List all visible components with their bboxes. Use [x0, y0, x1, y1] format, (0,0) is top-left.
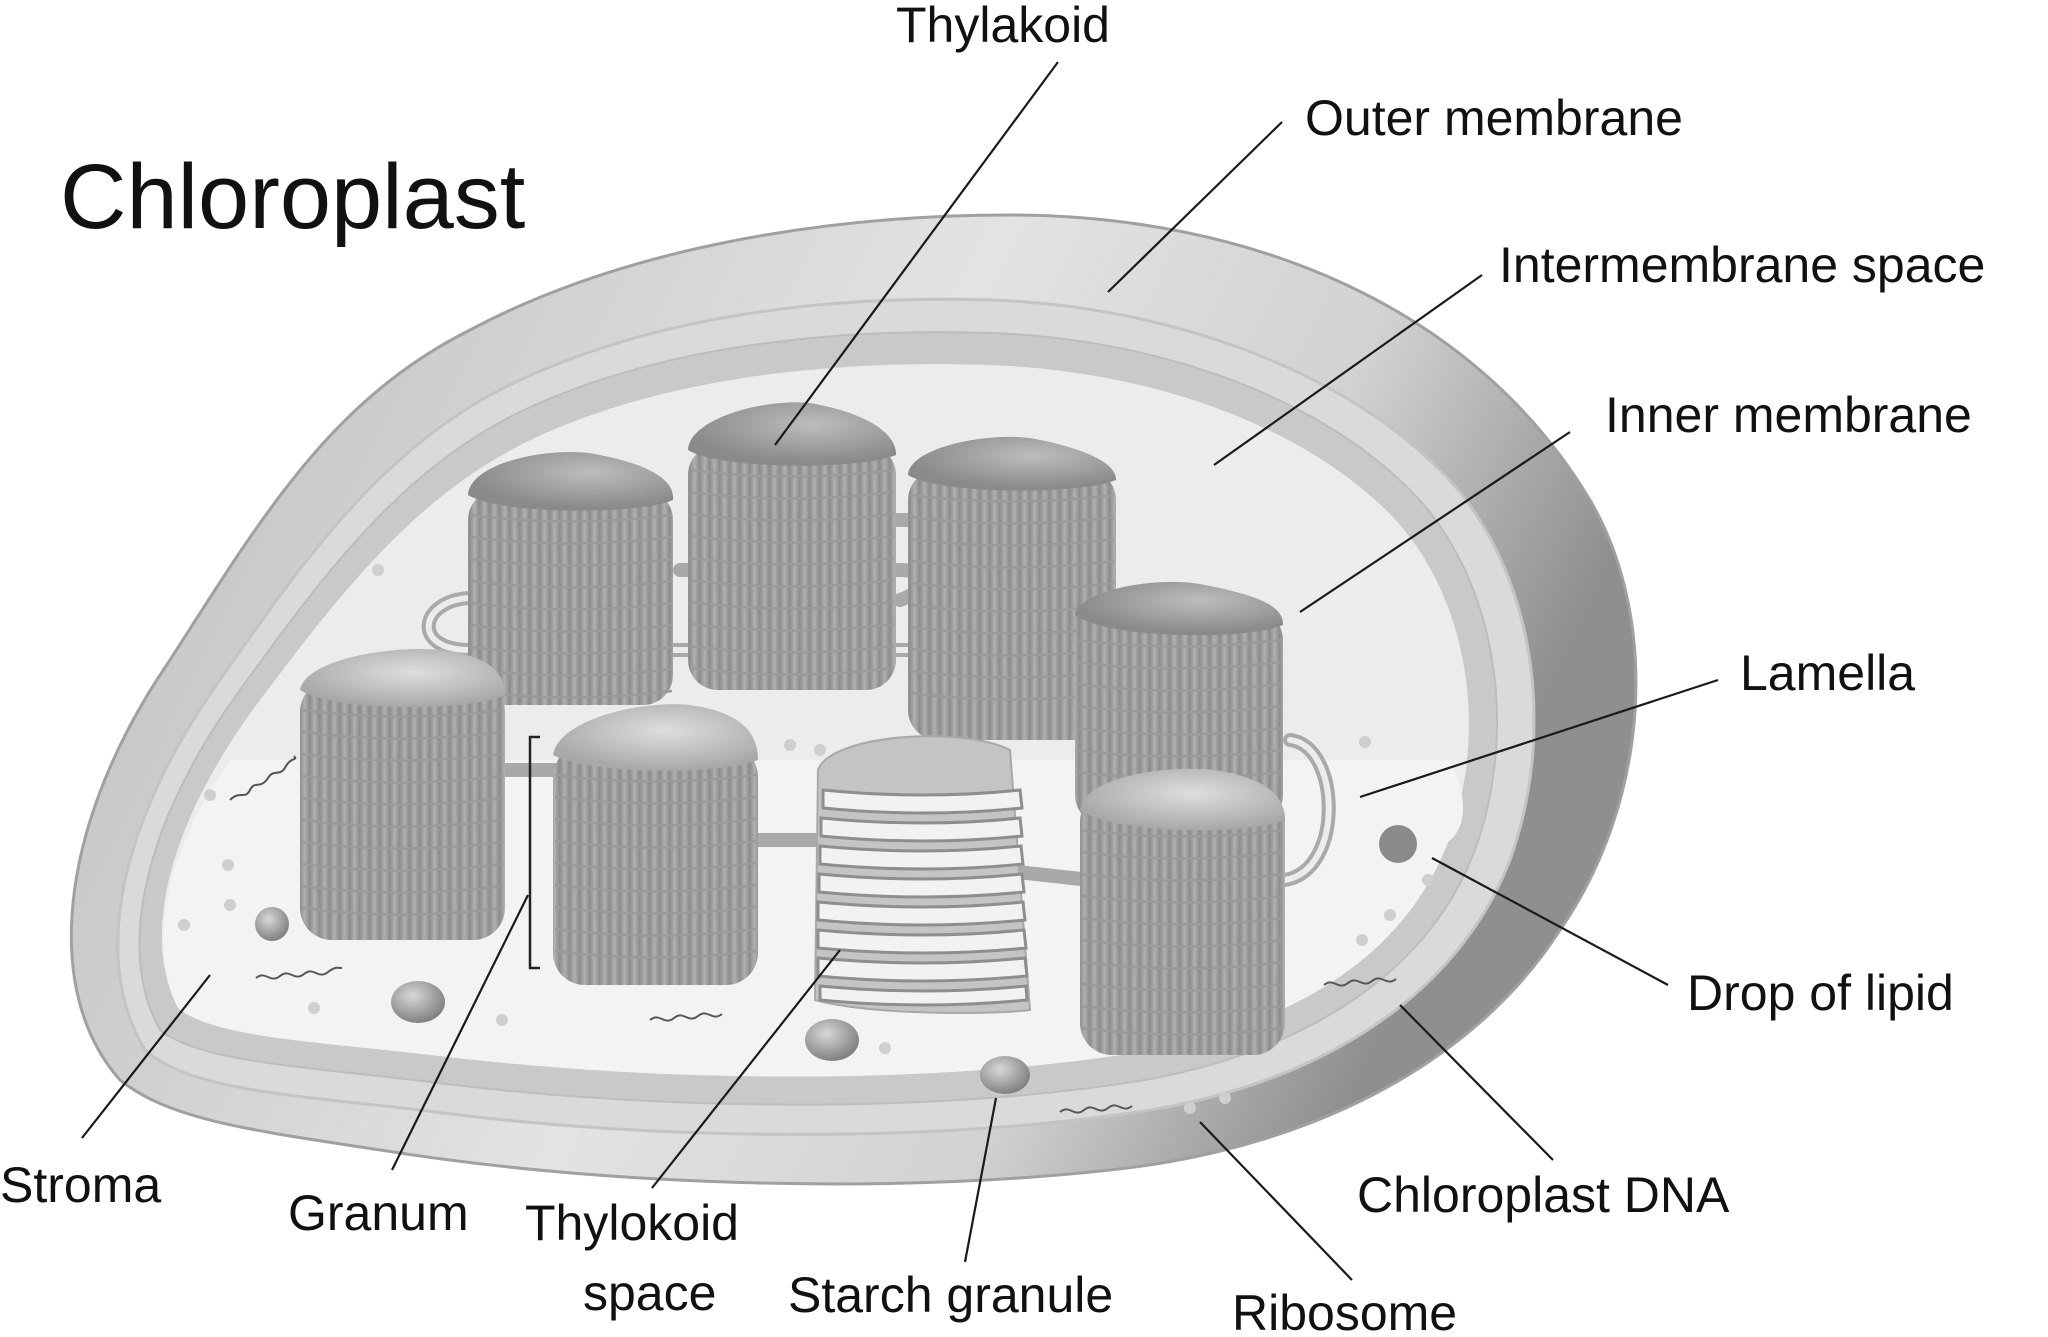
thylakoid-space-stack — [813, 735, 1032, 1014]
label-drop-of-lipid: Drop of lipid — [1687, 965, 1954, 1021]
leader-lamella — [1359, 678, 1719, 799]
granum-bracket — [528, 735, 540, 970]
leader-thylakoid — [774, 61, 1059, 446]
label-starch-granule: Starch granule — [788, 1267, 1113, 1323]
leader-ribosome — [1199, 1121, 1353, 1281]
label-thylakoid-space-line1: Thylokoid — [525, 1195, 739, 1251]
ribosomes — [178, 564, 1434, 1114]
granum-back-left — [468, 451, 674, 705]
label-thylakoid: Thylakoid — [896, 0, 1110, 53]
label-chloroplast-dna: Chloroplast DNA — [1357, 1167, 1730, 1223]
granum-back-center — [688, 402, 897, 690]
granum-back-right — [908, 436, 1117, 740]
label-granum: Granum — [288, 1185, 469, 1241]
starch-granules — [391, 981, 1030, 1094]
leader-lines — [81, 61, 1719, 1281]
granum-front-left — [300, 649, 505, 940]
label-stroma: Stroma — [0, 1157, 161, 1213]
label-lamella: Lamella — [1740, 645, 1915, 701]
leader-chloroplast-dna — [1399, 1004, 1554, 1161]
leader-inner-membrane — [1299, 431, 1571, 613]
label-outer-membrane: Outer membrane — [1305, 90, 1683, 146]
diagram-title: Chloroplast — [60, 146, 525, 248]
label-thylakoid-space-line2: space — [583, 1265, 716, 1321]
granum-mid-right — [1075, 581, 1284, 825]
label-ribosome: Ribosome — [1232, 1285, 1457, 1337]
leader-stroma — [81, 974, 211, 1139]
leader-thylakoid-space — [651, 949, 841, 1189]
leader-starch-granule — [963, 1097, 998, 1263]
leader-granum — [391, 894, 529, 1171]
chloroplast-dna — [229, 755, 1397, 1114]
label-inner-membrane: Inner membrane — [1605, 387, 1972, 443]
leader-drop-of-lipid — [1431, 857, 1669, 986]
granum-front-right — [1080, 768, 1285, 1055]
leader-intermembrane-space — [1213, 274, 1483, 466]
label-intermembrane-space: Intermembrane space — [1499, 237, 1985, 293]
leader-outer-membrane — [1107, 121, 1283, 293]
lipid-drops — [255, 825, 1417, 941]
granum-front-center — [553, 704, 758, 985]
